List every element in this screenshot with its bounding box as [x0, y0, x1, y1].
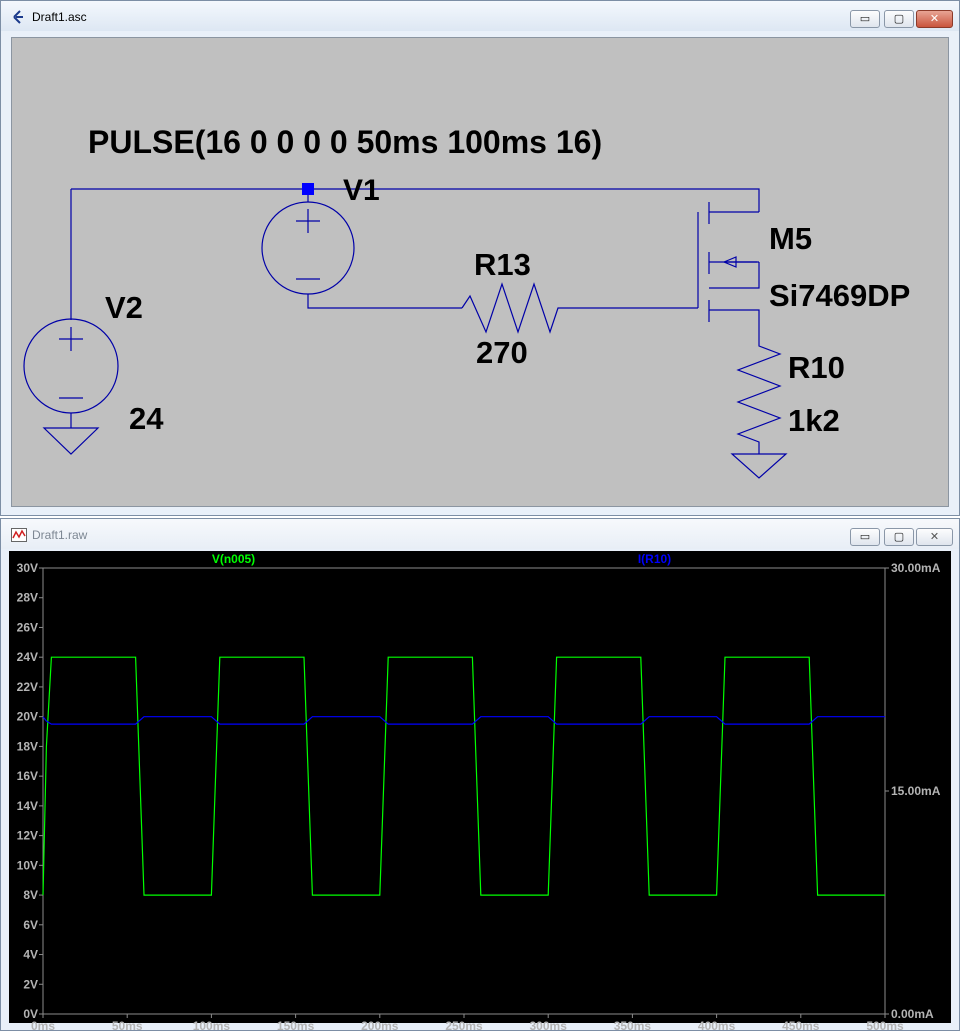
y-tick-label: 26V	[17, 620, 38, 634]
x-tick-label: 0ms	[31, 1019, 55, 1031]
y-tick-label: 28V	[17, 591, 38, 605]
v2-plus-sign	[59, 327, 83, 351]
r10-ground-icon	[730, 453, 788, 479]
v-n005-legend-label: V(n005)	[212, 552, 255, 566]
x-tick-label: 450ms	[782, 1019, 820, 1031]
schematic-canvas[interactable]: PULSE(16 0 0 0 0 50ms 100ms 16) V1 V2 24…	[11, 37, 949, 507]
m5-name[interactable]: M5	[769, 221, 813, 256]
v2-value[interactable]: 24	[129, 401, 164, 436]
v1-plus-sign	[296, 209, 320, 233]
close-button[interactable]: ✕	[916, 10, 953, 28]
top-wire	[71, 188, 760, 212]
plot-window-title: Draft1.raw	[32, 528, 88, 542]
plot-pane[interactable]: 30V 28V 26V 24V 22V 20V 18V 16V 14V 12V 10V 8V 6V 4V 2…	[9, 551, 951, 1031]
y-tick-label: 0V	[23, 1007, 38, 1021]
schematic-app-icon	[13, 10, 23, 24]
v2-name[interactable]: V2	[105, 290, 143, 325]
x-tick-label: 50ms	[112, 1019, 143, 1031]
y-tick-label: 16V	[17, 769, 38, 783]
m5-arrow-icon	[722, 256, 757, 268]
r13-value[interactable]: 270	[476, 335, 528, 370]
r10-resistor-symbol	[736, 338, 782, 454]
x-tick-label: 400ms	[698, 1019, 736, 1031]
x-tick-label: 500ms	[866, 1019, 904, 1031]
x-tick-label: 300ms	[530, 1019, 568, 1031]
m5-body-tie	[709, 262, 760, 289]
r13-name[interactable]: R13	[474, 247, 531, 282]
waveform-app-icon	[11, 528, 27, 542]
i-r10-legend-label: I(R10)	[638, 552, 671, 566]
y-tick-label: 10V	[17, 858, 38, 872]
schematic-titlebar[interactable]: Draft1.asc ▭ ▢ ✕	[1, 1, 959, 31]
v1-name[interactable]: V1	[343, 174, 380, 207]
plot-close-button[interactable]: ✕	[916, 528, 953, 546]
y-tick-label: 12V	[17, 829, 38, 843]
y-tick-label: 20V	[17, 710, 38, 724]
y-tick-label: 2V	[23, 977, 38, 991]
pulse-directive[interactable]: PULSE(16 0 0 0 0 50ms 100ms 16)	[88, 124, 603, 160]
plot-frame	[42, 567, 886, 1015]
m5-body	[709, 261, 760, 338]
plot-minimize-button[interactable]: ▭	[850, 528, 880, 546]
y-tick-label: 24V	[17, 650, 38, 664]
y-tick-label: 8V	[23, 888, 38, 902]
m5-model[interactable]: Si7469DP	[769, 278, 911, 313]
y-tick-label: 4V	[23, 948, 38, 962]
schematic-drawing	[23, 183, 788, 479]
y-tick-label: 22V	[17, 680, 38, 694]
plot-maximize-button[interactable]: ▢	[884, 528, 914, 546]
y2-tick-label: 30.00mA	[891, 561, 941, 575]
i-r10-trace	[42, 716, 885, 725]
plot-titlebar[interactable]: Draft1.raw ▭ ▢ ✕	[1, 519, 959, 549]
y-tick-label: 30V	[17, 561, 38, 575]
v-n005-trace	[42, 656, 885, 896]
r10-value[interactable]: 1k2	[788, 403, 840, 438]
minimize-button[interactable]: ▭	[850, 10, 880, 28]
x-tick-label: 150ms	[277, 1019, 315, 1031]
y2-tick-label: 15.00mA	[891, 784, 941, 798]
maximize-button[interactable]: ▢	[884, 10, 914, 28]
x-tick-label: 250ms	[445, 1019, 483, 1031]
waveform-chart[interactable]: 30V 28V 26V 24V 22V 20V 18V 16V 14V 12V 10V 8V 6V 4V 2…	[9, 551, 951, 1031]
v1-junction-node	[302, 183, 314, 195]
v1-bottom-wire	[307, 294, 462, 309]
v2-ground-icon	[42, 427, 100, 455]
x-tick-label: 200ms	[361, 1019, 399, 1031]
x-tick-label: 100ms	[193, 1019, 231, 1031]
y-tick-label: 18V	[17, 739, 38, 753]
x-tick-label: 350ms	[614, 1019, 652, 1031]
r13-resistor-symbol	[461, 282, 698, 334]
plot-window: Draft1.raw ▭ ▢ ✕ 30V 28V 26V 24V 22V 20V 18V 16…	[0, 518, 960, 1031]
r10-name[interactable]: R10	[788, 350, 845, 385]
y-tick-label: 6V	[23, 918, 38, 932]
y-tick-label: 14V	[17, 799, 38, 813]
schematic-window: Draft1.asc ▭ ▢ ✕	[0, 0, 960, 516]
schematic-window-title: Draft1.asc	[32, 10, 87, 24]
y2-tick-label: 0.00mA	[891, 1007, 934, 1021]
